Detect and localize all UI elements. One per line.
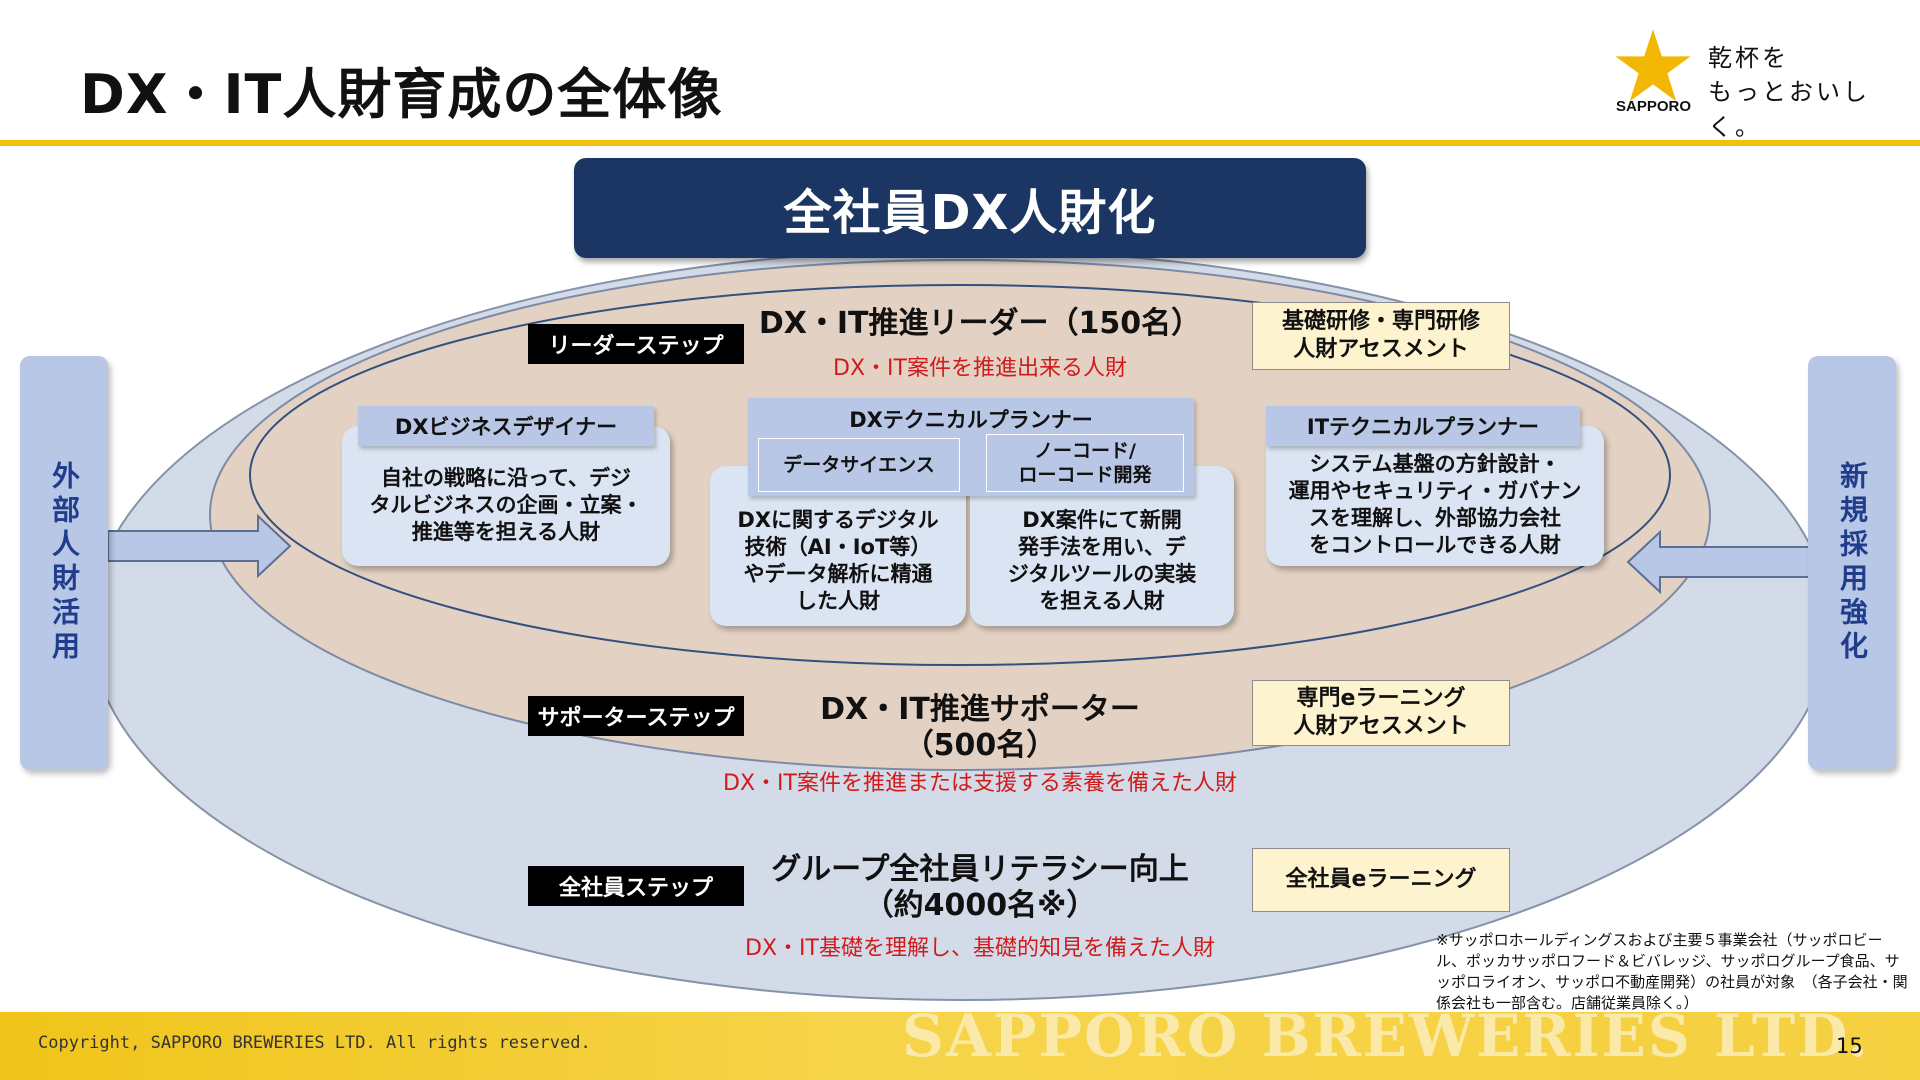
footnote: ※サッポロホールディングスおよび主要５事業会社（サッポロビール、ポッカサッポロフ… xyxy=(1436,931,1908,1012)
supporter-note-line-1: 専門eラーニング xyxy=(1296,686,1466,711)
external-talent-bar: 外部人財活用 xyxy=(20,356,108,770)
biz-designer-card: 自社の戦略に沿って、デジ タルビジネスの企画・立案・ 推進等を担える人財 xyxy=(342,426,670,566)
leader-heading: DX・IT推進リーダー（150名） xyxy=(758,306,1202,341)
supporter-note-line-2: 人財アセスメント xyxy=(1293,714,1469,739)
star-icon xyxy=(1615,29,1691,102)
footer-watermark: SAPPORO BREWERIES LTD. xyxy=(902,1002,1870,1070)
biz-designer-line-2: タルビジネスの企画・立案・ xyxy=(369,492,643,517)
leader-step-label: リーダーステップ xyxy=(528,324,744,364)
all-employee-note-line-1: 全社員eラーニング xyxy=(1285,867,1477,892)
external-talent-label: 外部人財活用 xyxy=(48,461,81,665)
low-code-title: ノーコード/ ローコード開発 xyxy=(986,434,1184,492)
all-employee-step-label: 全社員ステップ xyxy=(528,866,744,906)
right-inflow-arrow xyxy=(1626,529,1811,595)
low-code-line-3: ジタルツールの実装 xyxy=(1007,562,1197,586)
it-planner-card: システム基盤の方針設計・ 運用やセキュリティ・ガバナン スを理解し、外部協力会社… xyxy=(1266,426,1604,566)
main-banner: 全社員DX人財化 xyxy=(574,158,1366,258)
biz-designer-title: DXビジネスデザイナー xyxy=(358,406,654,446)
data-science-line-2: 技術（AI・IoT等） xyxy=(744,535,932,559)
sapporo-logo: SAPPORO 乾杯を もっとおいしく。 xyxy=(1612,26,1912,141)
copyright: Copyright, SAPPORO BREWERIES LTD. All ri… xyxy=(38,1033,591,1053)
it-planner-line-4: をコントロールできる人財 xyxy=(1309,533,1561,557)
left-inflow-arrow xyxy=(107,513,292,579)
it-planner-line-1: システム基盤の方針設計・ xyxy=(1309,452,1561,476)
page-number: 15 xyxy=(1836,1034,1863,1058)
all-employee-training-note: 全社員eラーニング xyxy=(1252,848,1510,912)
it-planner-line-2: 運用やセキュリティ・ガバナン xyxy=(1288,479,1582,503)
all-employee-heading-1: グループ全社員リテラシー向上 xyxy=(771,852,1189,887)
new-hire-bar: 新規採用強化 xyxy=(1808,356,1896,770)
data-science-line-1: DXに関するデジタル xyxy=(737,508,939,532)
leader-note-line-2: 人財アセスメント xyxy=(1293,337,1469,362)
it-planner-line-3: スを理解し、外部協力会社 xyxy=(1309,506,1561,530)
supporter-step-label: サポーターステップ xyxy=(528,696,744,736)
supporter-heading-1: DX・IT推進サポーター xyxy=(820,692,1140,727)
all-employee-heading-2: （約4000名※） xyxy=(863,888,1097,923)
low-code-line-1: DX案件にて新開 xyxy=(1022,508,1182,532)
supporter-heading-2: （500名） xyxy=(903,728,1057,763)
data-science-line-3: やデータ解析に精通 xyxy=(743,562,933,586)
data-science-title: データサイエンス xyxy=(758,438,960,492)
tech-planner-title: DXテクニカルプランナー xyxy=(849,408,1093,432)
biz-designer-line-1: 自社の戦略に沿って、デジ xyxy=(381,465,631,490)
header-divider xyxy=(0,140,1920,146)
low-code-title-line-2: ローコード開発 xyxy=(1018,464,1152,486)
it-planner-title: ITテクニカルプランナー xyxy=(1266,406,1580,446)
page-title: DX・IT人財育成の全体像 xyxy=(80,63,723,126)
supporter-description: DX・IT案件を推進または支援する素養を備えた人財 xyxy=(723,771,1237,796)
data-science-line-4: した人財 xyxy=(795,589,880,613)
low-code-line-4: を担える人財 xyxy=(1039,589,1165,613)
all-employee-description: DX・IT基礎を理解し、基礎的知見を備えた人財 xyxy=(745,936,1215,961)
leader-description: DX・IT案件を推進出来る人財 xyxy=(833,356,1127,381)
new-hire-label: 新規採用強化 xyxy=(1836,461,1869,665)
logo-tagline-1: 乾杯を xyxy=(1708,44,1789,72)
logo-tagline-2: もっとおいしく。 xyxy=(1708,78,1870,141)
leader-training-note: 基礎研修・専門研修 人財アセスメント xyxy=(1252,302,1510,370)
low-code-title-line-1: ノーコード/ xyxy=(1034,440,1136,462)
supporter-training-note: 専門eラーニング 人財アセスメント xyxy=(1252,680,1510,746)
footer-band xyxy=(0,1012,1920,1080)
leader-note-line-1: 基礎研修・専門研修 xyxy=(1281,309,1480,334)
logo-wordmark: SAPPORO xyxy=(1616,98,1692,115)
low-code-line-2: 発手法を用い、デ xyxy=(1018,535,1186,559)
biz-designer-line-3: 推進等を担える人財 xyxy=(411,519,601,544)
